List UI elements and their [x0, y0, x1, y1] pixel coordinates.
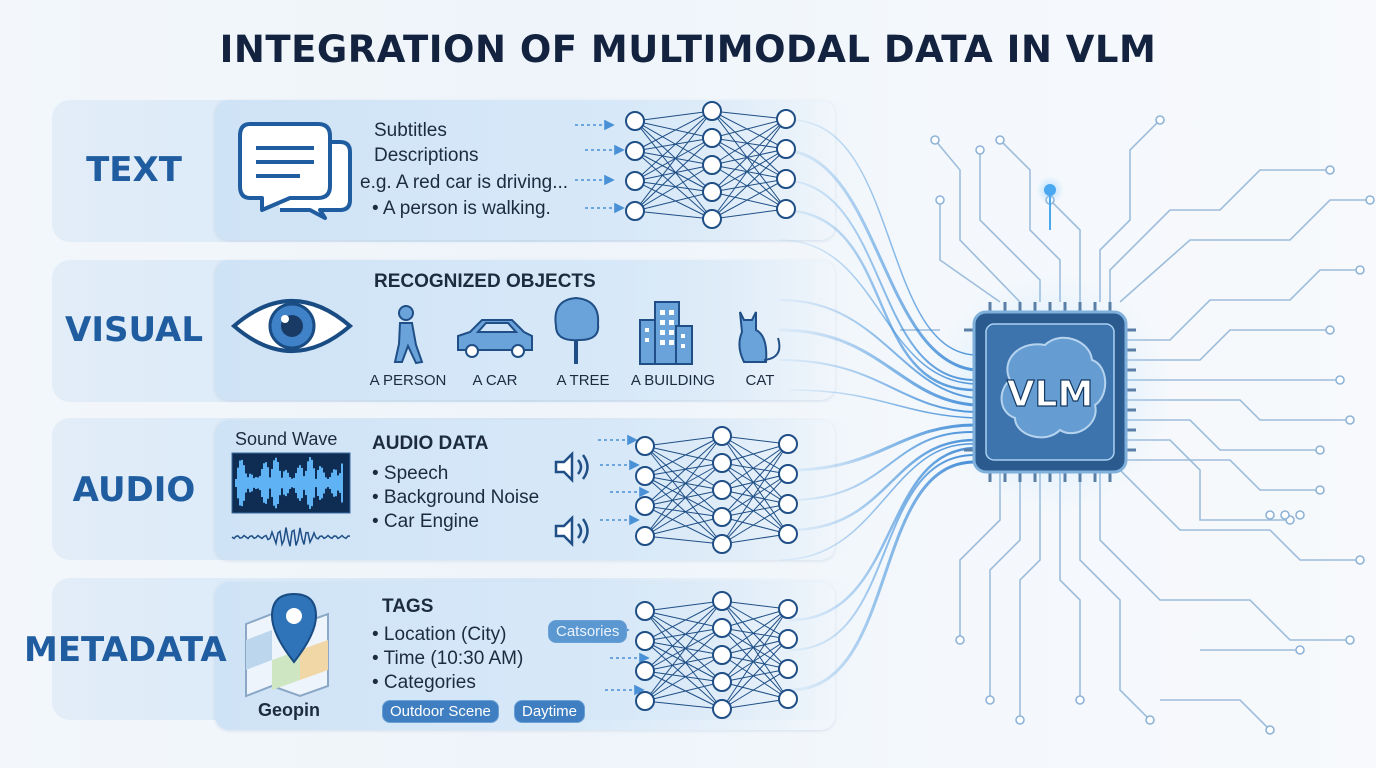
- neural-network-icon: [635, 591, 798, 719]
- tag-chip-categories: Catsories: [548, 620, 628, 643]
- sound-wave-label: Sound Wave: [235, 429, 338, 449]
- object-label-building: A BUILDING: [630, 372, 716, 389]
- circuit-nodes: [930, 115, 1375, 735]
- eye-icon: [230, 299, 354, 353]
- tag-chip-daytime: Daytime: [514, 700, 586, 723]
- vlm-chip: VLM: [930, 272, 1170, 512]
- text-line-descriptions: Descriptions: [374, 145, 479, 166]
- text-label: TEXT: [86, 150, 182, 190]
- chat-bubble-icon: [238, 122, 352, 220]
- metadata-label: METADATA: [24, 630, 227, 670]
- object-label-car: A CAR: [472, 372, 518, 389]
- tags-header: TAGS: [382, 596, 434, 617]
- speaker-icon: [554, 514, 589, 548]
- object-label-cat: CAT: [745, 372, 775, 389]
- circuit-traces: [900, 119, 1370, 731]
- tree-icon: [554, 296, 600, 364]
- text-line-bullet: • A person is walking.: [372, 198, 551, 219]
- visual-header: RECOGNIZED OBJECTS: [374, 271, 596, 292]
- neural-network-icon: [625, 101, 796, 229]
- page-title: INTEGRATION OF MULTIMODAL DATA IN VLM: [219, 28, 1157, 71]
- tag-chip-outdoor-scene: Outdoor Scene: [382, 700, 499, 723]
- car-icon: [457, 319, 533, 358]
- neural-network-icon: [635, 426, 798, 554]
- brain-icon: [1000, 336, 1107, 439]
- audio-header: AUDIO DATA: [372, 433, 489, 454]
- tag-item-categories: • Categories: [372, 672, 476, 693]
- building-icon: [639, 301, 693, 365]
- tag-item-location: • Location (City): [372, 624, 507, 645]
- object-label-tree: A TREE: [556, 372, 610, 389]
- audio-item-speech: • Speech: [372, 463, 449, 484]
- text-line-example: e.g. A red car is driving...: [360, 172, 569, 193]
- audio-item-engine: • Car Engine: [372, 511, 479, 532]
- visual-label: VISUAL: [65, 310, 203, 350]
- audio-item-noise: • Background Noise: [372, 487, 540, 508]
- sound-wave-graphic: [231, 452, 351, 547]
- object-label-person: A PERSON: [369, 372, 447, 389]
- map-pin-icon: [245, 592, 329, 698]
- text-line-subtitles: Subtitles: [374, 120, 447, 141]
- tag-item-time: • Time (10:30 AM): [372, 648, 524, 669]
- cat-icon: [738, 311, 781, 363]
- person-icon: [393, 305, 424, 365]
- geopin-label: Geopin: [258, 700, 320, 720]
- signal-pin-icon: [1036, 176, 1064, 230]
- speaker-icon: [554, 450, 589, 484]
- audio-label: AUDIO: [72, 470, 196, 510]
- vlm-chip-label: VLM: [1007, 374, 1094, 415]
